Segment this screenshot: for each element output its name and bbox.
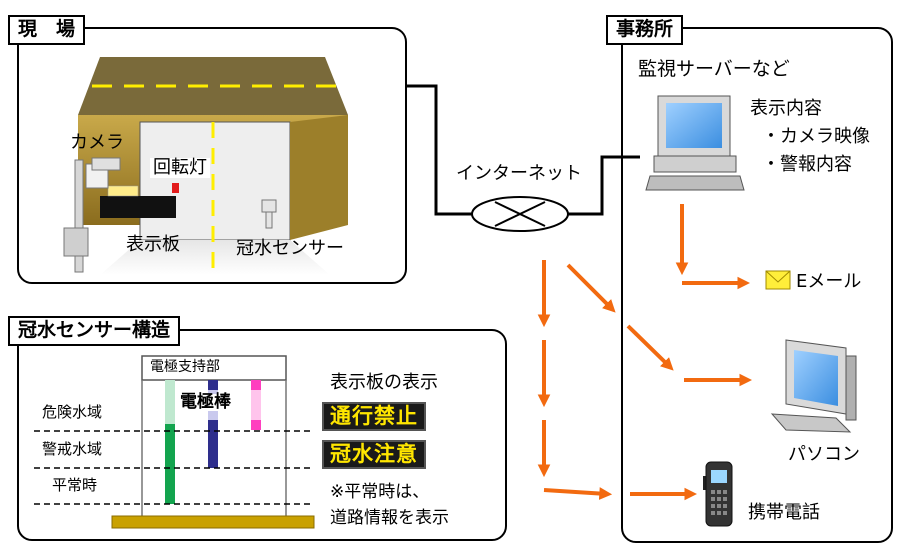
rotating-light-label: 回転灯 bbox=[150, 158, 210, 178]
site-title: 現 場 bbox=[8, 15, 86, 45]
display-item-alarm: ・警報内容 bbox=[762, 154, 852, 175]
sign-flood-caution: 冠水注意 bbox=[322, 440, 426, 469]
sensor-panel bbox=[17, 329, 507, 541]
internet-link bbox=[406, 84, 640, 232]
level-normal-label: 平常時 bbox=[52, 476, 98, 494]
mobile-phone bbox=[703, 461, 733, 527]
board-display-heading: 表示板の表示 bbox=[330, 372, 438, 393]
electrode-support-label: 電極支持部 bbox=[150, 359, 220, 375]
personal-computer bbox=[770, 339, 857, 433]
tunnel-illustration bbox=[63, 57, 348, 275]
server-label: 監視サーバーなど bbox=[638, 58, 790, 80]
display-item-camera: ・カメラ映像 bbox=[762, 126, 870, 147]
pc-label: パソコン bbox=[788, 444, 860, 465]
flood-sensor-label: 冠水センサー bbox=[236, 238, 344, 259]
sensor-structure-title: 冠水センサー構造 bbox=[8, 316, 181, 346]
camera-label: カメラ bbox=[70, 132, 124, 153]
email-envelope-icon bbox=[765, 270, 791, 290]
normal-note-line-1: ※平常時は、 bbox=[330, 482, 430, 502]
internet-label: インターネット bbox=[456, 163, 582, 184]
level-warning-label: 警戒水域 bbox=[42, 440, 103, 458]
electrode-rod-label: 電極棒 bbox=[180, 392, 231, 412]
notification-arrows bbox=[537, 204, 753, 501]
email-label: Eメール bbox=[796, 271, 862, 292]
mobile-phone-label: 携帯電話 bbox=[748, 502, 820, 523]
server-computer bbox=[645, 95, 745, 191]
display-content-heading: 表示内容 bbox=[750, 98, 822, 119]
normal-note-line-2: 道路情報を表示 bbox=[330, 508, 449, 528]
sign-no-entry: 通行禁止 bbox=[322, 402, 426, 431]
office-title: 事務所 bbox=[606, 15, 684, 45]
display-board-label: 表示板 bbox=[126, 234, 180, 255]
level-danger-label: 危険水域 bbox=[42, 403, 103, 421]
